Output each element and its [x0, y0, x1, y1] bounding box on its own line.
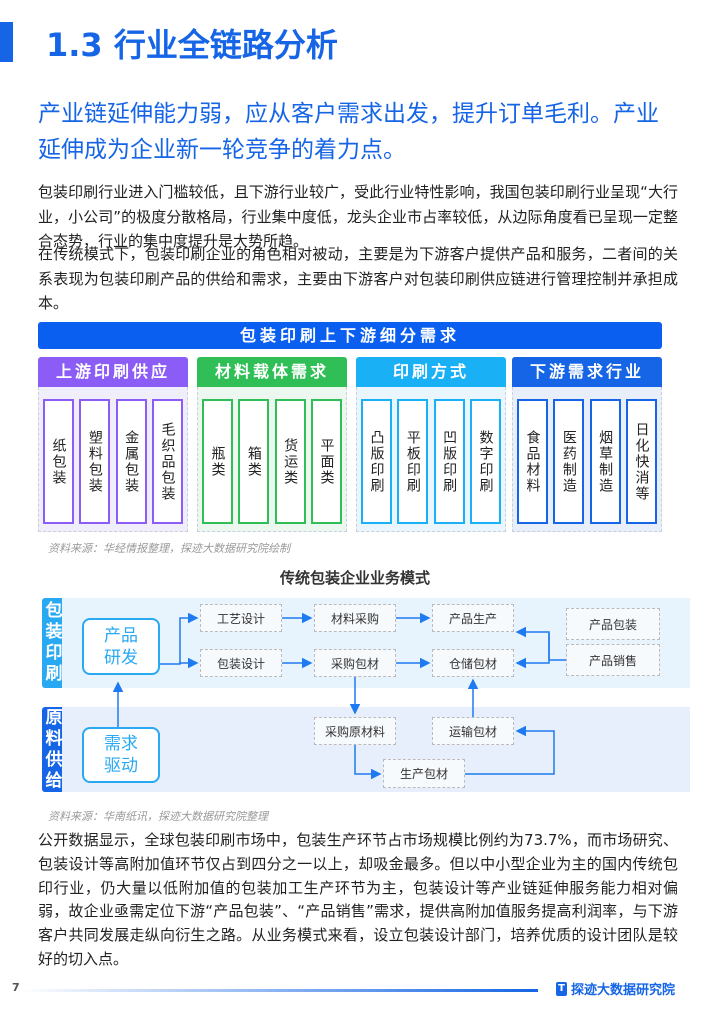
- category-item: 瓶类: [202, 399, 233, 524]
- band2-label: 原料供给: [41, 707, 62, 792]
- category-item: 医药制造: [553, 399, 585, 524]
- paragraph-1: 包装印刷行业进入门槛较低，且下游行业较广，受此行业特性影响，我国包装印刷行业呈现…: [38, 183, 678, 250]
- paragraph-2: 在传统模式下，包装印刷企业的角色相对被动，主要是为下游客户提供产品和服务，二者间…: [38, 245, 678, 312]
- page-number: 7: [12, 981, 20, 994]
- node-transport-package: 运输包材: [432, 717, 514, 745]
- category-column: 材料载体需求瓶类箱类货运类平面类: [197, 357, 347, 532]
- column-body: 瓶类箱类货运类平面类: [197, 387, 347, 532]
- title-accent-bar: [0, 22, 13, 62]
- node-material-purchase: 材料采购: [314, 604, 396, 632]
- category-item: 平面类: [310, 399, 342, 524]
- paragraph-3: 公开数据显示，全球包装印刷市场中，包装生产环节占市场规模比例约为73.7%，而市…: [38, 831, 678, 968]
- category-column: 下游需求行业食品材料医药制造烟草制造日化快消等: [512, 357, 662, 532]
- category-item: 凹版印刷: [433, 399, 465, 524]
- category-item: 烟草制造: [589, 399, 621, 524]
- node-buy-raw-material: 采购原材料: [314, 717, 396, 745]
- category-item: 日化快消等: [625, 399, 657, 524]
- brand-name: 探迹大数据研究院: [571, 983, 676, 998]
- node-craft-design: 工艺设计: [200, 604, 282, 632]
- column-header: 材料载体需求: [197, 357, 347, 387]
- node-package-design: 包装设计: [200, 649, 282, 677]
- category-item: 凸版印刷: [361, 399, 392, 524]
- category-item: 平板印刷: [397, 399, 429, 524]
- node-product-packaging: 产品包装: [566, 608, 660, 640]
- category-item: 货运类: [274, 399, 306, 524]
- category-item: 塑料包装: [79, 399, 111, 524]
- column-header: 上游印刷供应: [38, 357, 188, 387]
- category-column: 印刷方式凸版印刷平板印刷凹版印刷数字印刷: [356, 357, 506, 532]
- footer-brand: T 探迹大数据研究院: [556, 979, 675, 998]
- node-product-sales: 产品销售: [566, 644, 660, 676]
- diagram1-source: 资料来源：华经情报整理，探迹大数据研究院绘制: [48, 542, 290, 555]
- node-production: 产品生产: [432, 604, 514, 632]
- column-body: 食品材料医药制造烟草制造日化快消等: [512, 387, 662, 532]
- node-store-package-material: 仓储包材: [432, 649, 514, 677]
- subtitle: 产业链延伸能力弱，应从客户需求出发，提升订单毛利。产业延伸成为企业新一轮竞争的着…: [38, 101, 659, 163]
- category-column: 上游印刷供应纸包装塑料包装金属包装毛织品包装: [38, 357, 188, 532]
- diagram2-source: 资料来源：华南纸讯，探迹大数据研究院整理: [48, 810, 268, 823]
- category-item: 数字印刷: [469, 399, 501, 524]
- category-item: 金属包装: [115, 399, 147, 524]
- column-header: 印刷方式: [356, 357, 506, 387]
- product-rd-node: 产品研发: [82, 618, 160, 675]
- demand-driven-node: 需求驱动: [82, 727, 160, 783]
- node-buy-package-material: 采购包材: [314, 649, 396, 677]
- category-item: 食品材料: [517, 399, 548, 524]
- category-item: 箱类: [238, 399, 270, 524]
- node-make-package: 生产包材: [383, 759, 465, 788]
- category-item: 毛织品包装: [151, 399, 183, 524]
- column-header: 下游需求行业: [512, 357, 662, 387]
- column-body: 凸版印刷平板印刷凹版印刷数字印刷: [356, 387, 506, 532]
- footer-line: [20, 989, 538, 992]
- category-item: 纸包装: [43, 399, 74, 524]
- diagram2-title: 传统包装企业业务模式: [279, 569, 430, 587]
- diagram1-title: 包装印刷上下游细分需求: [38, 322, 662, 349]
- column-body: 纸包装塑料包装金属包装毛织品包装: [38, 387, 188, 532]
- page-title: 1.3 行业全链路分析: [46, 26, 338, 64]
- brand-logo-icon: T: [556, 981, 567, 996]
- band1-label: 包装印刷: [42, 598, 62, 688]
